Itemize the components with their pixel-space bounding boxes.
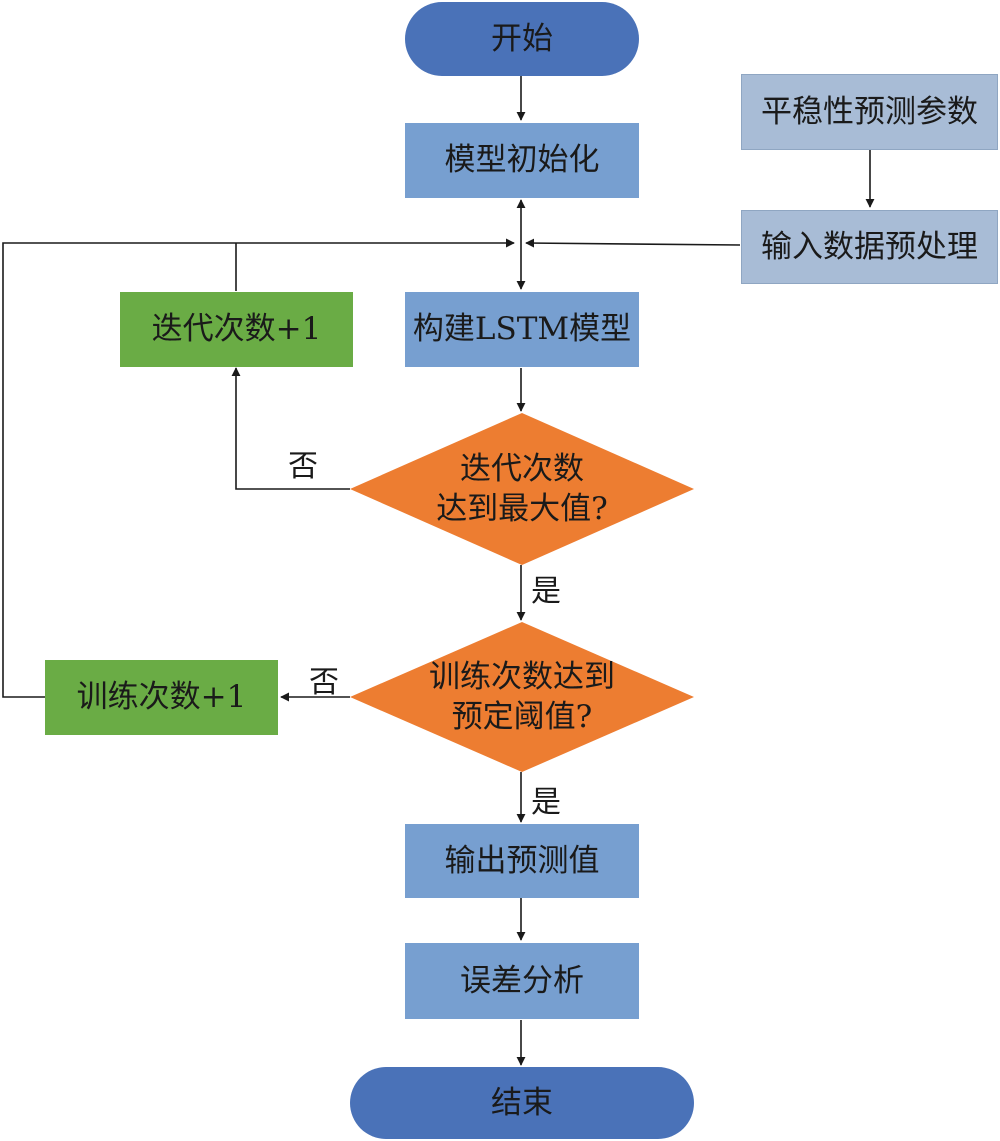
training-yes-label: 是 xyxy=(531,785,561,820)
training-increment-label: 训练次数+1 xyxy=(76,679,247,716)
start-label: 开始 xyxy=(491,20,553,57)
training-increment-box: 训练次数+1 xyxy=(45,660,278,735)
stationarity-params-label: 平稳性预测参数 xyxy=(761,93,978,130)
arrow-preprocess-to-junction xyxy=(525,238,741,248)
iteration-yes-label: 是 xyxy=(531,574,561,609)
model-init-label: 模型初始化 xyxy=(444,142,600,179)
arrow-iter-no-to-iter-inc xyxy=(231,367,350,490)
output-prediction-label: 输出预测值 xyxy=(444,842,600,879)
iteration-increment-label: 迭代次数+1 xyxy=(151,311,322,348)
stationarity-params-box: 平稳性预测参数 xyxy=(741,74,998,150)
training-check-line-1: 训练次数达到 xyxy=(429,658,615,695)
input-preprocess-label: 输入数据预处理 xyxy=(761,228,978,265)
iteration-no-label: 否 xyxy=(288,449,318,484)
iteration-check-line-1: 迭代次数 xyxy=(460,450,584,487)
iteration-check-diamond xyxy=(350,413,694,565)
iteration-increment-box: 迭代次数+1 xyxy=(120,292,353,367)
end-terminal: 结束 xyxy=(350,1067,694,1139)
output-prediction-box: 输出预测值 xyxy=(405,824,639,898)
build-lstm-label: 构建LSTM模型 xyxy=(412,311,632,348)
training-check-line-2: 预定阈值? xyxy=(451,699,593,735)
arrow-train-loop-to-junction xyxy=(2,238,515,698)
error-analysis-label: 误差分析 xyxy=(460,962,584,999)
training-no-label: 否 xyxy=(309,665,339,700)
training-check-decision: 训练次数达到 预定阈值? xyxy=(350,622,694,772)
input-preprocess-box: 输入数据预处理 xyxy=(741,210,998,284)
build-lstm-box: 构建LSTM模型 xyxy=(405,292,639,367)
end-label: 结束 xyxy=(491,1084,553,1121)
error-analysis-box: 误差分析 xyxy=(405,943,639,1019)
training-check-diamond xyxy=(350,622,694,772)
iteration-check-line-2: 达到最大值? xyxy=(436,491,608,527)
start-terminal: 开始 xyxy=(405,2,639,76)
iteration-check-decision: 迭代次数 达到最大值? xyxy=(350,413,694,565)
model-init-box: 模型初始化 xyxy=(405,123,639,198)
